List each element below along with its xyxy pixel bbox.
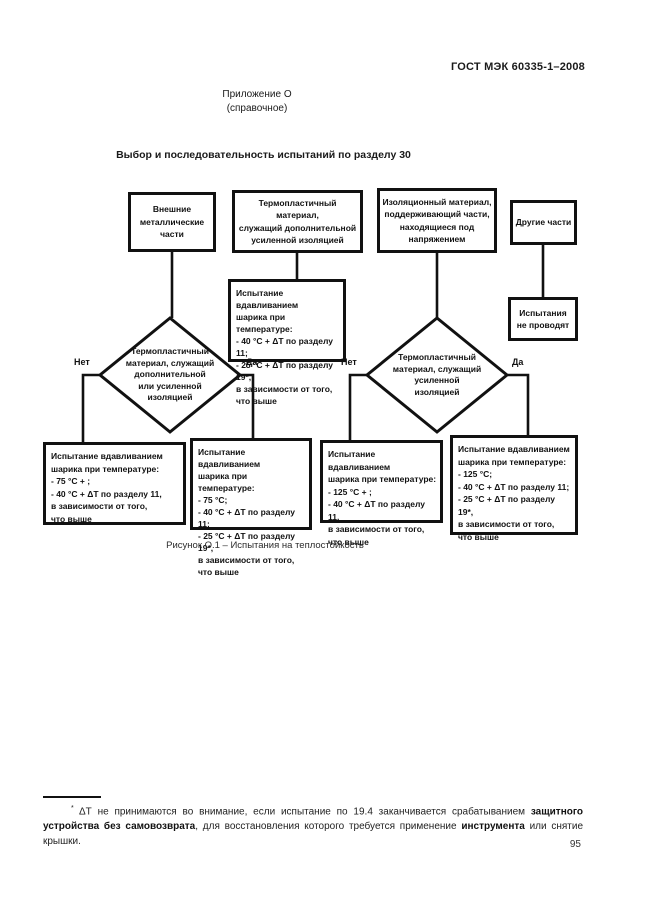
- footnote-separator: [43, 796, 101, 798]
- decision-supplementary-label: Термопластичный материал, служащий допол…: [125, 346, 215, 402]
- node-insulating-material: Изоляционный материал, поддерживающий ча…: [377, 188, 497, 253]
- edge-label-no-1: Нет: [74, 357, 90, 367]
- edge-label-yes-2: Да: [512, 357, 524, 367]
- figure-heading: Выбор и последовательность испытаний по …: [116, 149, 411, 161]
- edge-label-yes-1: Да: [246, 357, 258, 367]
- decision-reinforced-label: Термопластичный материал, служащий усиле…: [392, 352, 482, 397]
- footnote-bold-2: инструмента: [461, 821, 525, 833]
- footnote: * ΔТ не принимаются во внимание, если ис…: [43, 801, 583, 849]
- edge-decision2-yes: [507, 373, 530, 435]
- footnote-marker: *: [71, 805, 74, 812]
- edge-label-no-2: Нет: [341, 357, 357, 367]
- annex-title: Приложение О: [222, 89, 292, 100]
- node-other-parts: Другие части: [510, 200, 577, 245]
- footnote-bold-1: защитного устройства без самовозврата: [43, 806, 583, 833]
- footnote-text-3: или снятие крышки.: [43, 821, 584, 848]
- edge-decision1-no: [81, 373, 100, 442]
- node-ball-test-75-40-25: Испытание вдавливанием шарика при темпер…: [190, 438, 312, 577]
- edge-decision2-no: [348, 373, 367, 440]
- node-ball-test-40-25: Испытание вдавливанием шарика при темпер…: [228, 279, 346, 406]
- decision-diamond-reinforced: [364, 316, 510, 434]
- node-external-metal-parts: Внешние металлические части: [128, 192, 216, 252]
- node-no-tests: Испытания не проводят: [508, 297, 578, 341]
- edge-decision1-yes: [240, 373, 255, 438]
- node-ball-test-125-40-25: Испытание вдавливанием шарика при темпер…: [450, 435, 578, 542]
- node-ball-test-125-40: Испытание вдавливанием шарика при темпер…: [320, 440, 443, 547]
- figure-caption: Рисунок О.1 – Испытания на теплостойкост…: [166, 540, 364, 551]
- node-ball-test-75-40: Испытание вдавливанием шарика при темпер…: [43, 442, 186, 525]
- node-thermoplastic-supplementary: Термопластичный материал, служащий допол…: [232, 190, 363, 253]
- footnote-text-1: ΔТ не принимаются во внимание, если испы…: [78, 806, 531, 818]
- footnote-text-2: , для восстановления которого требуется …: [195, 821, 462, 833]
- annex-subtitle: (справочное): [226, 103, 288, 114]
- document-header: ГОСТ МЭК 60335-1–2008: [450, 61, 585, 73]
- decision-diamond-supplementary: [97, 316, 243, 434]
- page-number: 95: [569, 839, 581, 850]
